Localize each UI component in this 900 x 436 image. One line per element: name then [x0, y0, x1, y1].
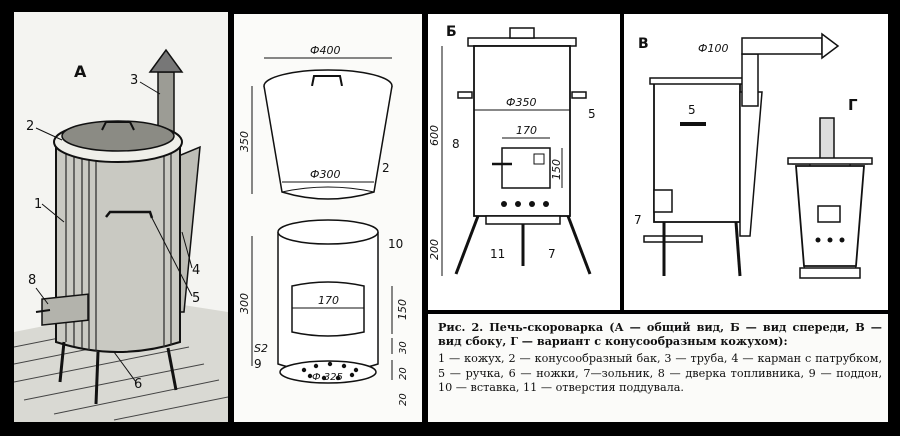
stove-legs: [58, 341, 178, 405]
g-fuel-door: [817, 205, 841, 223]
v-handle: [680, 122, 706, 126]
dim-w170: 170: [318, 294, 339, 307]
panel-b-letter: Б: [446, 24, 457, 40]
insert-opening: [291, 281, 365, 337]
b-lid: [467, 37, 577, 47]
caption-legend: 1 — кожух, 2 — конусообразный бак, 3 — т…: [438, 352, 882, 394]
b-dimension-lines: [441, 46, 570, 276]
dimension-lines: [251, 57, 393, 380]
v-rim: [649, 77, 745, 85]
g-chimney: [819, 117, 835, 163]
panel-v-drawing: В Г Ф100 5 7: [634, 32, 873, 279]
chimney-cap: [148, 48, 184, 73]
panel-a-letter: А: [74, 62, 87, 81]
v-ash-drawer: [653, 189, 673, 213]
b-legs: [454, 215, 592, 275]
cone-tank: [263, 85, 393, 200]
b-dim-w170: 170: [516, 124, 537, 137]
insert-top: [277, 219, 379, 245]
dim-d300: Ф300: [310, 168, 340, 181]
panel-g-letter: Г: [848, 96, 858, 114]
callout-9: 9: [254, 357, 262, 371]
door-latch: [35, 309, 51, 313]
caption-title: Рис. 2. Печь-скороварка (А — общий вид, …: [438, 320, 882, 349]
v-legs: [662, 221, 742, 277]
pot-lid: [61, 120, 175, 152]
g-base: [799, 267, 861, 279]
g-vent-holes: [815, 237, 845, 243]
v-pocket: [739, 91, 763, 237]
b-dim-d350: Ф350: [506, 96, 536, 109]
callout-4: 4: [192, 263, 200, 278]
callout-2-mid: 2: [382, 161, 390, 175]
b-door-window: [533, 153, 545, 165]
lid-handle: [101, 121, 135, 131]
b-callout-8: 8: [452, 137, 460, 151]
callout-8: 8: [28, 273, 36, 288]
panel-b-drawing: Б 600 200 Ф350 170 150 8 5 11 7: [428, 24, 596, 276]
b-vent-holes: [501, 201, 549, 207]
b-left-handle: [457, 91, 473, 99]
callout-5: 5: [192, 291, 200, 306]
v-chimney-elbow: [741, 37, 823, 55]
b-dim-h200: 200: [428, 239, 441, 260]
panel-a-general-view: А 1 2 3 4 5 6 8: [14, 12, 228, 422]
v-chimney-end: [821, 32, 840, 60]
panel-parts-exploded: Ф400 350 Ф300 300 170 150 30 20 20 S2 Ф …: [234, 14, 422, 422]
v-callout-5: 5: [688, 103, 696, 117]
b-ash-pan: [485, 215, 561, 225]
panel-v-letter: В: [638, 36, 649, 52]
b-callout-11: 11: [490, 247, 505, 261]
panel-a-drawing: А 1 2 3 4 5 6 8: [14, 48, 228, 422]
callout-1: 1: [34, 197, 42, 212]
dim-h150: 150: [396, 299, 409, 320]
callout-10: 10: [388, 237, 403, 251]
b-callout-5: 5: [588, 107, 596, 121]
dim-h30: 30: [398, 341, 409, 354]
figure-caption-panel: Рис. 2. Печь-скороварка (А — общий вид, …: [428, 314, 888, 422]
callout-2: 2: [26, 119, 34, 134]
tray-holes: [301, 361, 359, 381]
panel-v-g-side-and-variant: В Г Ф100 5 7: [624, 14, 888, 310]
side-handle: [105, 210, 154, 219]
cone-tank-bottom: [281, 186, 375, 193]
callout-3: 3: [130, 73, 138, 88]
v-ash-tray: [643, 235, 703, 243]
dim-h20b: 20: [398, 393, 409, 406]
v-chimney: [741, 53, 759, 107]
v-dim-d100: Ф100: [698, 42, 728, 55]
b-lid-knob: [509, 27, 535, 39]
dim-h20a: 20: [398, 367, 409, 380]
dim-s2: S2: [254, 342, 268, 355]
b-dim-h600: 600: [428, 125, 441, 146]
panel-b-front-view: Б 600 200 Ф350 170 150 8 5 11 7: [428, 14, 620, 310]
b-callout-7: 7: [548, 247, 556, 261]
dim-d325: Ф 325: [312, 372, 343, 383]
panel-a-leaders: [35, 81, 193, 383]
dim-h300: 300: [238, 293, 251, 314]
dim-d400: Ф400: [310, 44, 340, 57]
tank-lid-handle: [311, 75, 343, 87]
b-dim-h150: 150: [550, 159, 563, 180]
b-right-handle: [571, 91, 587, 99]
ash-tray: [279, 360, 377, 384]
figure-caption: Рис. 2. Печь-скороварка (А — общий вид, …: [438, 320, 882, 395]
callout-6: 6: [134, 377, 142, 392]
v-callout-7: 7: [634, 213, 642, 227]
dim-h350: 350: [238, 131, 251, 152]
g-top-plate: [787, 157, 873, 165]
parts-drawing: Ф400 350 Ф300 300 170 150 30 20 20 S2 Ф …: [238, 44, 409, 406]
